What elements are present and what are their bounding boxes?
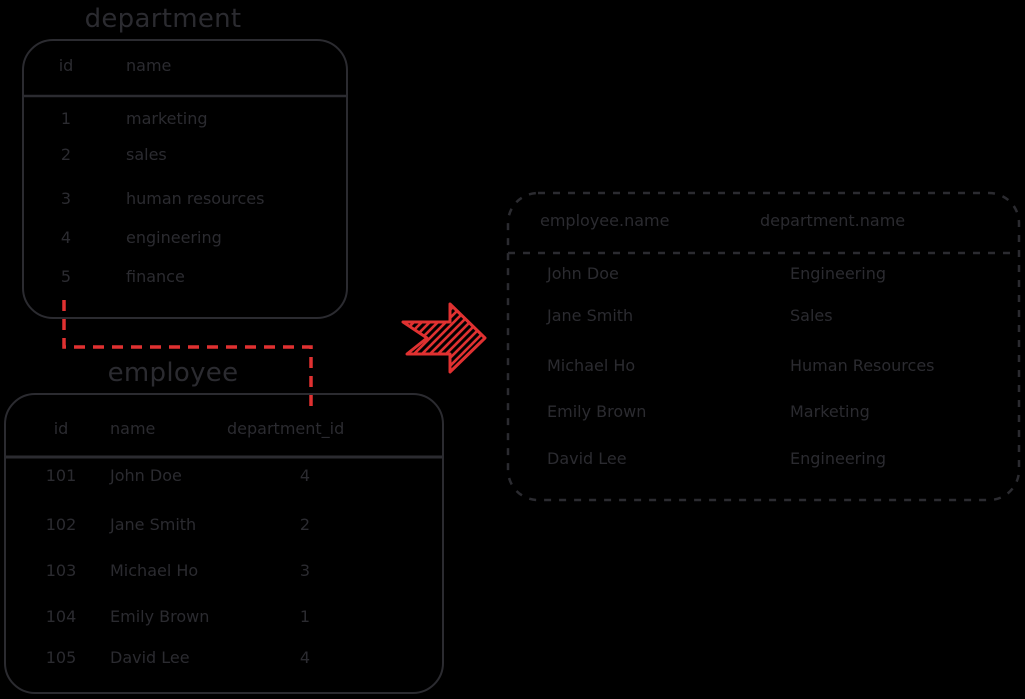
cell-department-id: 4 [299, 648, 311, 667]
cell-employee-name: Emily Brown [547, 402, 647, 421]
cell-name: finance [126, 267, 185, 286]
cell-id: 4 [60, 228, 72, 247]
table-row: 105 David Lee 4 [0, 648, 1025, 682]
cell-name: marketing [126, 109, 208, 128]
cell-id: 3 [60, 189, 72, 208]
cell-employee-name: Jane Smith [547, 306, 634, 325]
table-row: 1 marketing [0, 109, 1025, 143]
cell-name: David Lee [110, 648, 190, 667]
cell-id: 101 [45, 466, 77, 485]
table-row: Jane Smith Sales [0, 306, 1025, 340]
result-table-border [506, 191, 1021, 502]
department-header-row: id name [0, 56, 1025, 90]
department-table-title: department [84, 4, 242, 34]
employee-header-row: id name department_id [0, 419, 1025, 453]
cell-name: human resources [126, 189, 265, 208]
cell-id: 105 [45, 648, 77, 667]
table-row: 2 sales [0, 145, 1025, 179]
cell-employee-name: Michael Ho [547, 356, 636, 375]
table-row: 104 Emily Brown 1 [0, 607, 1025, 641]
cell-department-name: Marketing [790, 402, 870, 421]
cell-id: 1 [60, 109, 72, 128]
table-row: Emily Brown Marketing [0, 402, 1025, 436]
cell-name: John Doe [110, 466, 182, 485]
join-arrow-icon [401, 302, 487, 374]
column-header-department-id: department_id [227, 419, 345, 438]
employee-table-border [4, 393, 444, 694]
cell-employee-name: David Lee [547, 449, 627, 468]
cell-department-id: 2 [299, 515, 311, 534]
table-row: 103 Michael Ho 3 [0, 561, 1025, 595]
join-connector-line [62, 300, 313, 407]
cell-department-name: Human Resources [790, 356, 935, 375]
table-row: John Doe Engineering [0, 264, 1025, 298]
cell-name: Jane Smith [110, 515, 197, 534]
cell-department-id: 3 [299, 561, 311, 580]
cell-department-name: Engineering [790, 449, 886, 468]
cell-name: Emily Brown [110, 607, 210, 626]
column-header-department-name: department.name [760, 211, 906, 230]
table-row: Michael Ho Human Resources [0, 356, 1025, 390]
column-header-id: id [53, 419, 69, 438]
table-row: 101 John Doe 4 [0, 466, 1025, 500]
cell-employee-name: John Doe [547, 264, 619, 283]
result-header-row: employee.name department.name [0, 211, 1025, 245]
table-row: 5 finance [0, 267, 1025, 301]
cell-id: 103 [45, 561, 77, 580]
column-header-id: id [58, 56, 74, 75]
cell-department-name: Sales [790, 306, 833, 325]
table-row: David Lee Engineering [0, 449, 1025, 483]
column-header-name: name [126, 56, 172, 75]
cell-id: 104 [45, 607, 77, 626]
cell-id: 102 [45, 515, 77, 534]
employee-table-title: employee [107, 358, 239, 388]
cell-department-id: 1 [299, 607, 311, 626]
table-row: 4 engineering [0, 228, 1025, 262]
cell-department-name: Engineering [790, 264, 886, 283]
cell-id: 5 [60, 267, 72, 286]
cell-department-id: 4 [299, 466, 311, 485]
column-header-name: name [110, 419, 156, 438]
column-header-employee-name: employee.name [540, 211, 670, 230]
table-row: 3 human resources [0, 189, 1025, 223]
cell-name: sales [126, 145, 167, 164]
cell-name: Michael Ho [110, 561, 199, 580]
cell-name: engineering [126, 228, 222, 247]
cell-id: 2 [60, 145, 72, 164]
department-table-border [22, 39, 348, 319]
table-row: 102 Jane Smith 2 [0, 515, 1025, 549]
